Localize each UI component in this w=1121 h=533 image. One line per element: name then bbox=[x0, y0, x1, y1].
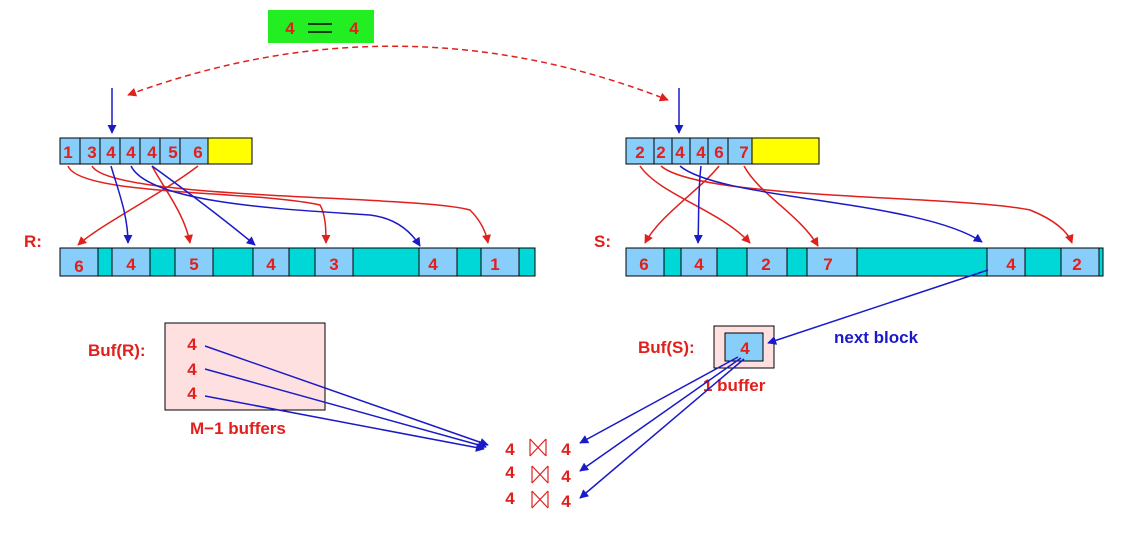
output-left: 4 bbox=[505, 440, 515, 459]
r-sorted-value: 4 bbox=[147, 143, 157, 162]
pointer-compare-arrow bbox=[127, 45, 669, 102]
r-block-value: 3 bbox=[329, 255, 338, 274]
s-free-space bbox=[751, 137, 820, 165]
buf-r: Buf(R): 4 4 4 M−1 buffers bbox=[88, 322, 326, 438]
join-bowtie-icon bbox=[529, 438, 547, 457]
s-block-value: 2 bbox=[761, 255, 770, 274]
r-sorted-value: 6 bbox=[193, 143, 202, 162]
r-sorted-run: 1 3 4 4 4 5 6 bbox=[59, 137, 253, 165]
match-left-value: 4 bbox=[285, 19, 295, 38]
output-right: 4 bbox=[561, 467, 571, 486]
r-block-value: 4 bbox=[428, 255, 438, 274]
output-row: 4 4 bbox=[505, 489, 571, 511]
output-left: 4 bbox=[505, 463, 515, 482]
buf-r-caption: M−1 buffers bbox=[190, 419, 286, 438]
s-block-value: 4 bbox=[694, 255, 704, 274]
s-block-value: 2 bbox=[1072, 255, 1081, 274]
r-sorted-value: 1 bbox=[63, 143, 72, 162]
output-row: 4 4 bbox=[505, 463, 571, 486]
buf-s-value: 4 bbox=[740, 339, 750, 358]
buf-s-block bbox=[724, 332, 764, 362]
next-block-label: next block bbox=[834, 328, 919, 347]
join-output: 4 4 4 4 4 4 bbox=[505, 438, 571, 511]
buf-s-label: Buf(S): bbox=[638, 338, 695, 357]
s-block-value: 4 bbox=[1006, 255, 1016, 274]
buf-r-value: 4 bbox=[187, 384, 197, 403]
s-sorted-value: 4 bbox=[675, 143, 685, 162]
s-sort-arrows bbox=[639, 165, 1074, 247]
output-left: 4 bbox=[505, 489, 515, 508]
r-block-value: 5 bbox=[189, 255, 198, 274]
next-block-arrow bbox=[767, 269, 989, 345]
s-block-value: 6 bbox=[639, 255, 648, 274]
output-row: 4 4 bbox=[505, 438, 571, 459]
r-sorted-value: 3 bbox=[87, 143, 96, 162]
r-block-value: 6 bbox=[74, 257, 83, 276]
r-relation-label: R: bbox=[24, 232, 42, 251]
buf-r-label: Buf(R): bbox=[88, 341, 146, 360]
buf-s: Buf(S): 4 1 buffer bbox=[638, 325, 775, 395]
s-relation-blocks: 6 4 2 7 4 2 bbox=[625, 247, 1104, 277]
r-block-value: 4 bbox=[266, 255, 276, 274]
match-right-value: 4 bbox=[349, 19, 359, 38]
buf-r-value: 4 bbox=[187, 360, 197, 379]
join-bowtie-icon bbox=[531, 465, 549, 484]
r-free-space bbox=[207, 137, 253, 165]
r-block-value: 1 bbox=[490, 255, 499, 274]
r-sort-arrows bbox=[67, 165, 491, 247]
r-sorted-value: 4 bbox=[126, 143, 136, 162]
r-sorted-value: 5 bbox=[168, 143, 177, 162]
r-block-value: 4 bbox=[126, 255, 136, 274]
s-sorted-run: 2 2 4 4 6 7 bbox=[625, 137, 820, 165]
s-sorted-value: 4 bbox=[696, 143, 706, 162]
s-block-value: 7 bbox=[823, 255, 832, 274]
output-right: 4 bbox=[561, 492, 571, 511]
s-relation-label: S: bbox=[594, 232, 611, 251]
join-arrows-from-buf-r bbox=[204, 345, 489, 452]
r-relation-blocks: 6 4 5 4 3 4 1 bbox=[59, 247, 536, 277]
buf-r-value: 4 bbox=[187, 335, 197, 354]
output-right: 4 bbox=[561, 440, 571, 459]
join-bowtie-icon bbox=[531, 490, 549, 509]
s-sorted-value: 6 bbox=[714, 143, 723, 162]
r-sorted-value: 4 bbox=[106, 143, 116, 162]
join-arrows-from-buf-s bbox=[579, 356, 745, 499]
s-sorted-value: 2 bbox=[635, 143, 644, 162]
s-sorted-value: 2 bbox=[656, 143, 665, 162]
equals-sign-icon bbox=[308, 23, 332, 33]
match-indicator: 4 4 bbox=[268, 10, 374, 43]
match-box bbox=[268, 10, 374, 43]
s-sorted-value: 7 bbox=[739, 143, 748, 162]
